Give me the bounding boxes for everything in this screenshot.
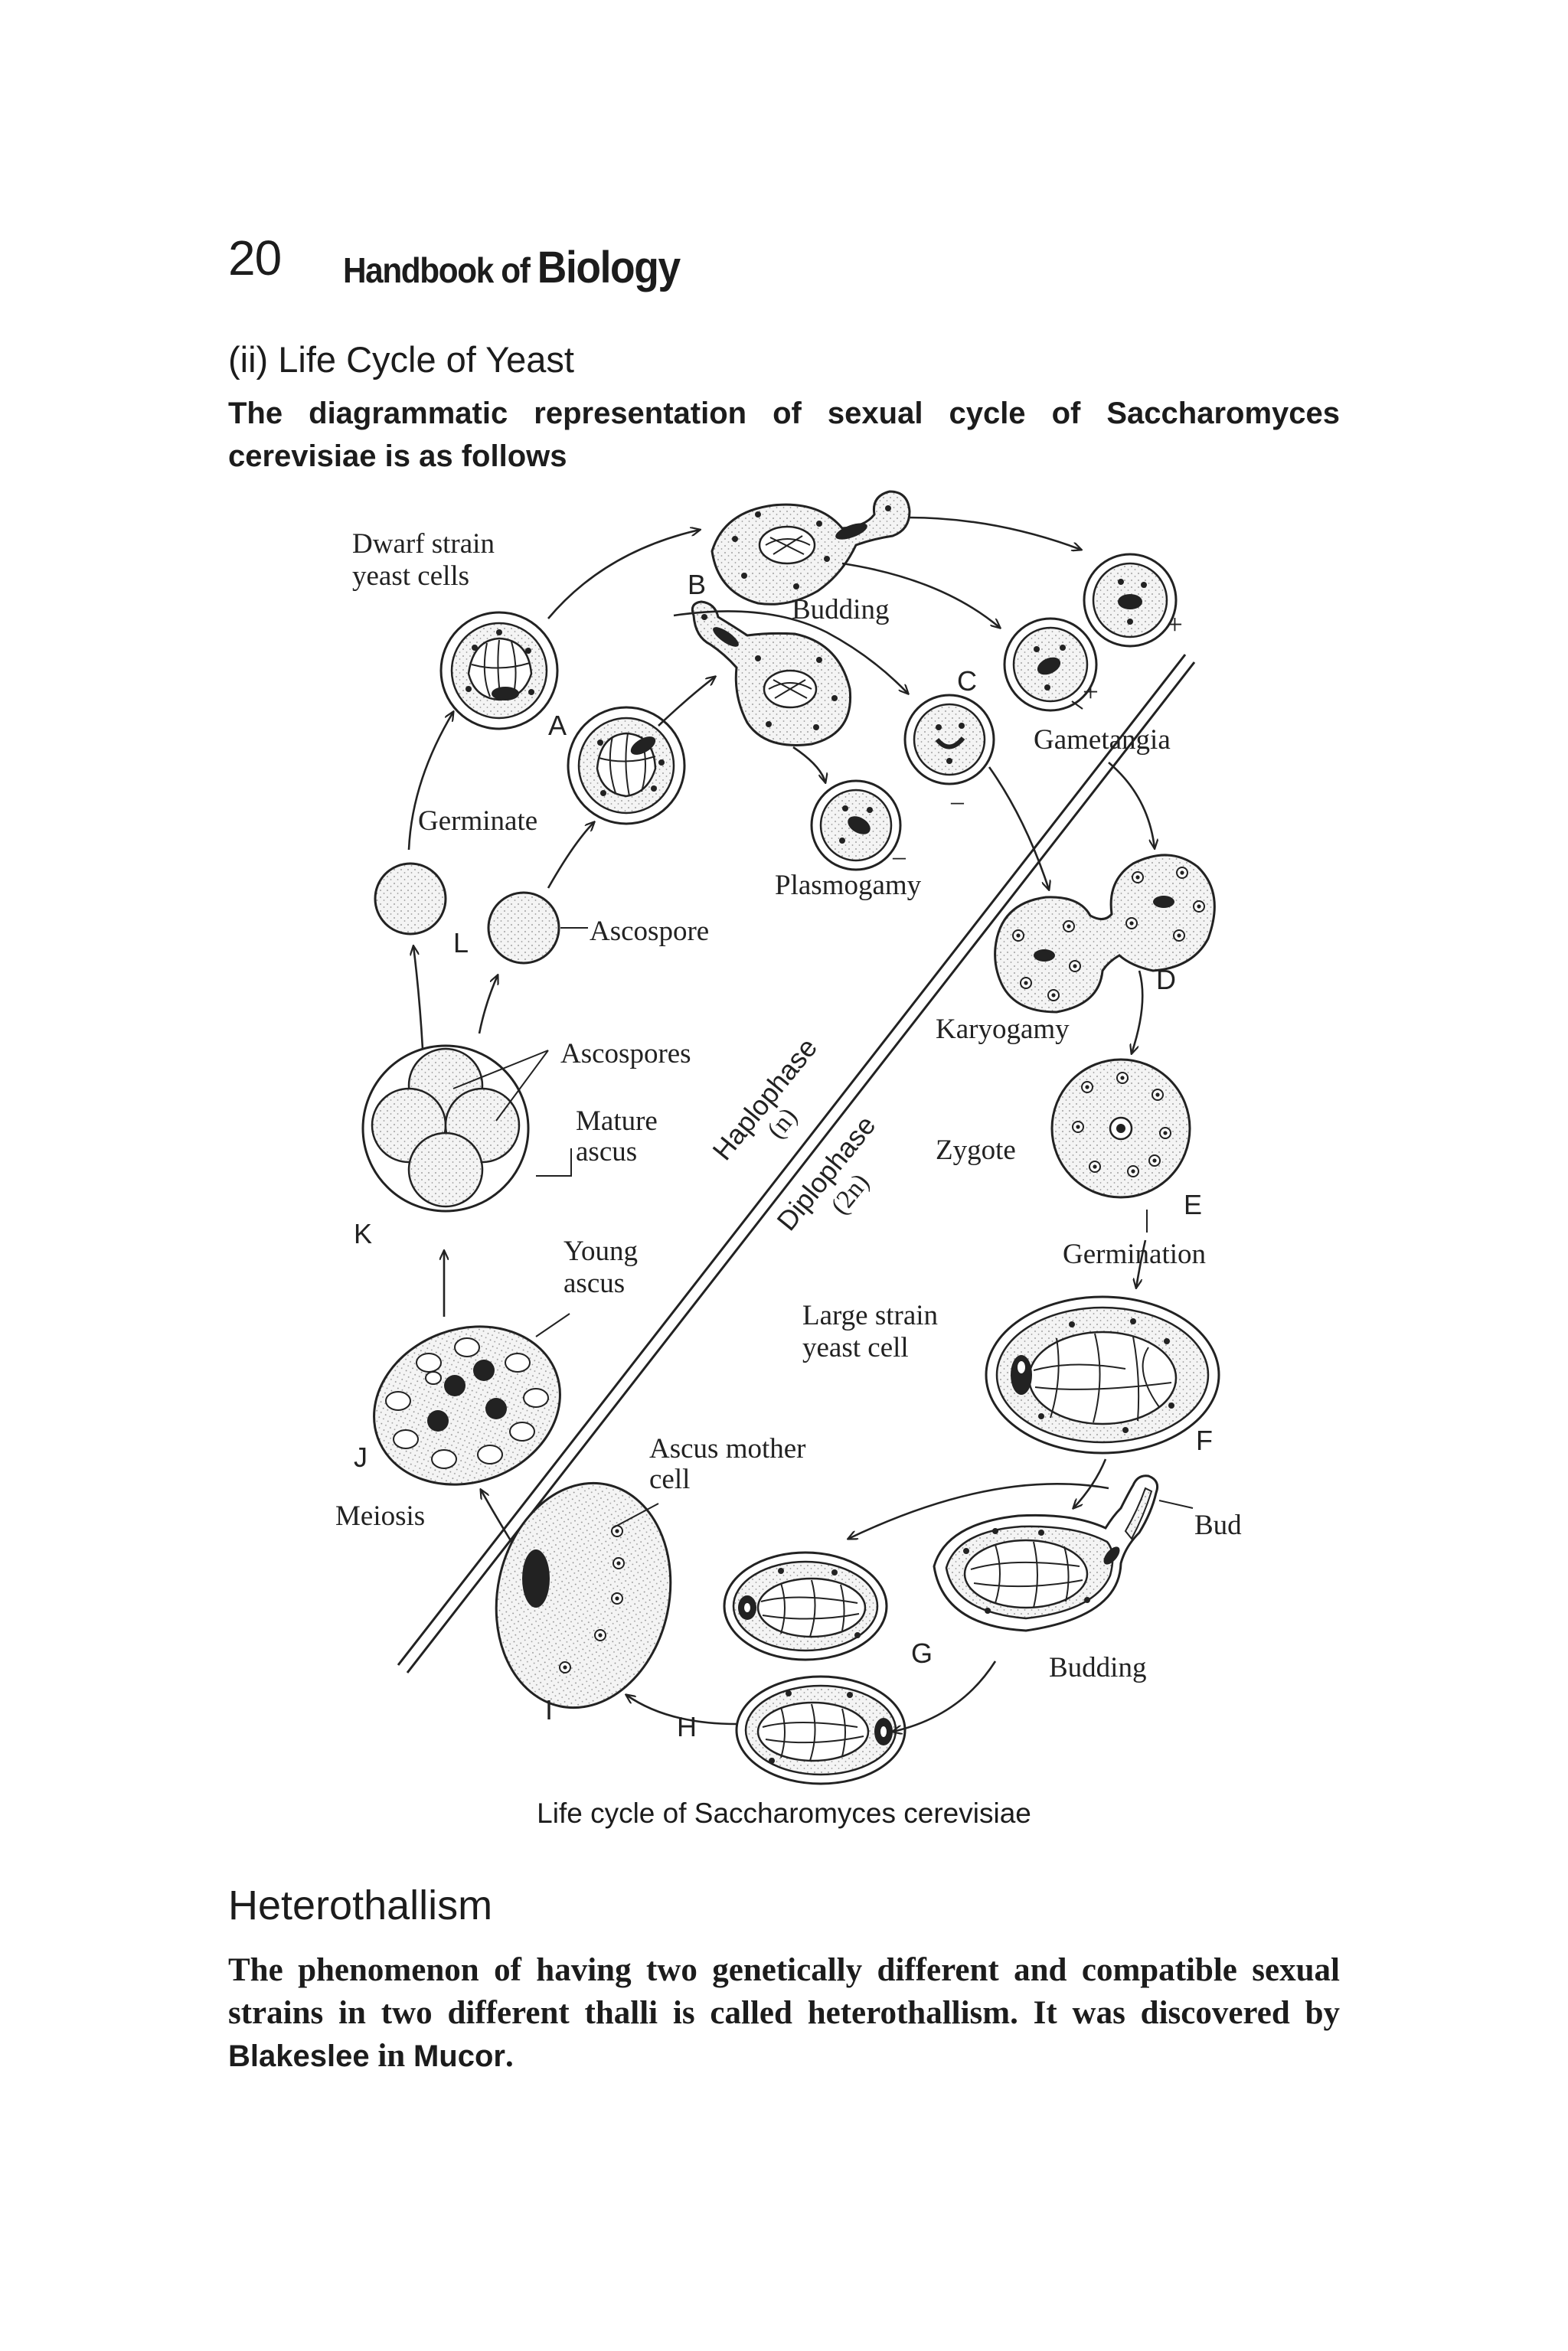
sign-minus-2: − [891, 844, 907, 875]
cell-g-daughter [723, 1551, 888, 1661]
letter-k: K [354, 1218, 372, 1249]
cell-i-ascus-mother [495, 1481, 672, 1709]
section-heading: (ii) Life Cycle of Yeast [228, 339, 574, 380]
label-budding-top: Budding [792, 594, 889, 625]
cell-f-large-strain [985, 1295, 1220, 1455]
sign-plus-2: + [1083, 677, 1099, 708]
letter-b: B [688, 569, 706, 600]
cell-e-zygote [1050, 1058, 1191, 1199]
cell-k-mature-ascus [361, 1044, 530, 1213]
running-head: Handbook of Biology [343, 242, 681, 293]
label-meiosis: Meiosis [335, 1500, 425, 1532]
letter-a: A [548, 710, 567, 741]
cell-b-budding-bottom [691, 600, 852, 746]
letter-f: F [1196, 1425, 1213, 1456]
label-ascospores: Ascospores [560, 1038, 691, 1069]
letter-l: L [453, 927, 469, 958]
label-ascus-young: ascus [564, 1268, 625, 1299]
letter-g: G [911, 1638, 933, 1669]
label-cell: cell [649, 1464, 690, 1495]
cycle-arrows [407, 516, 1155, 1732]
label-ascospore: Ascospore [590, 916, 709, 947]
label-karyogamy: Karyogamy [936, 1014, 1070, 1045]
cell-l-ascospores [374, 862, 560, 965]
letter-d: D [1156, 964, 1176, 995]
paragraph-end: . [505, 2038, 514, 2074]
paragraph-text-in: in [369, 2038, 413, 2074]
label-young: Young [564, 1236, 638, 1267]
label-budding-bottom: Budding [1049, 1652, 1146, 1683]
running-head-prefix: Handbook of [343, 250, 531, 290]
sign-plus-1: + [1167, 609, 1183, 641]
page-number: 20 [228, 230, 282, 286]
letter-c: C [957, 665, 977, 697]
cell-j-young-ascus [373, 1325, 561, 1486]
heterothallism-paragraph: The phenomenon of having two genetically… [228, 1949, 1340, 2078]
paragraph-text: The phenomenon of having two genetically… [228, 1952, 1340, 2031]
label-large-strain: Large strain [802, 1300, 938, 1331]
intro-paragraph: The diagrammatic representation of sexua… [228, 397, 1340, 473]
label-bud: Bud [1194, 1510, 1242, 1541]
cell-g-budding [933, 1474, 1159, 1632]
letter-j: J [354, 1442, 368, 1473]
label-ascus-mother: Ascus mother [649, 1433, 806, 1464]
label-dwarf-strain: Dwarf strain [352, 528, 495, 560]
phase-divider-line [397, 654, 1196, 1673]
cell-germinated [567, 706, 686, 825]
gamete-minus-1 [903, 694, 995, 785]
letter-e: E [1184, 1189, 1202, 1220]
letter-h: H [677, 1711, 697, 1742]
label-germinate: Germinate [418, 805, 537, 837]
sign-minus-1: − [949, 789, 965, 820]
name-mucor: Mucor [413, 2039, 505, 2073]
cell-b-budding-top [710, 490, 911, 606]
running-head-title: Biology [537, 243, 681, 292]
letter-i: I [545, 1694, 553, 1726]
gamete-minus-2 [810, 779, 902, 871]
figure-caption: Life cycle of Saccharomyces cerevisiae [537, 1798, 1031, 1829]
gamete-plus-1 [1083, 553, 1178, 648]
label-zygote: Zygote [936, 1135, 1016, 1166]
heterothallism-heading: Heterothallism [228, 1882, 493, 1928]
name-blakeslee: Blakeslee [228, 2039, 370, 2073]
cell-a [439, 611, 559, 730]
cell-d-karyogamy [994, 854, 1216, 1014]
gamete-plus-2 [1003, 617, 1098, 712]
label-haplophase: Haplophase [706, 1032, 823, 1166]
label-ascus: ascus [576, 1136, 637, 1167]
leader-lines [452, 700, 1194, 1529]
cell-h [735, 1675, 906, 1785]
label-mature: Mature [576, 1105, 658, 1137]
label-gametangia: Gametangia [1034, 724, 1171, 756]
label-plasmogamy: Plasmogamy [775, 870, 922, 901]
label-yeast-cells: yeast cells [352, 560, 469, 592]
label-yeast-cell: yeast cell [802, 1332, 909, 1363]
label-germination: Germination [1063, 1239, 1206, 1270]
